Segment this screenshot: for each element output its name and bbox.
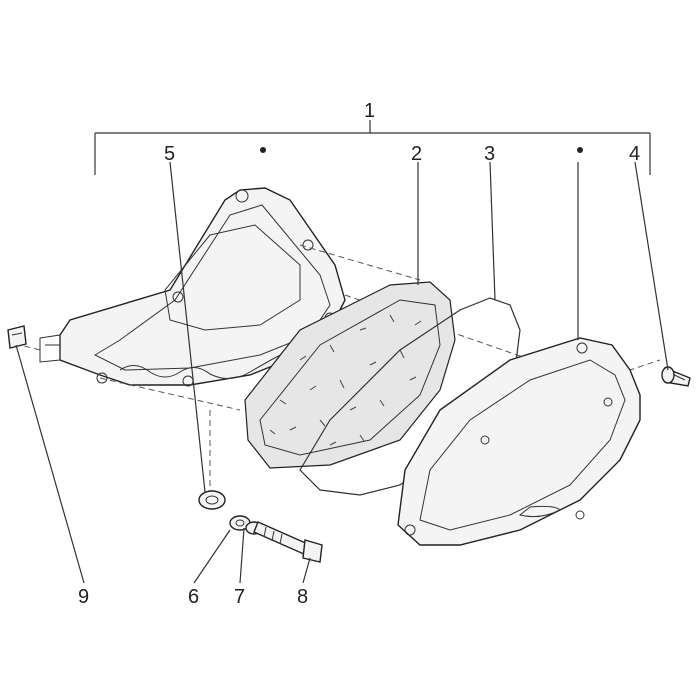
callout-1: 1 [364, 100, 375, 122]
callout-6: 6 [188, 586, 199, 608]
screw [661, 366, 691, 387]
callout-5: 5 [164, 143, 175, 165]
callout-8: 8 [297, 586, 308, 608]
clip [7, 325, 27, 349]
assembly-bracket [94, 120, 651, 175]
callout-2: 2 [411, 143, 422, 165]
gasket [299, 297, 521, 496]
grommet [198, 490, 226, 510]
reference-dot [260, 147, 266, 153]
leader-lines [15, 147, 669, 584]
airbox-cover [397, 337, 641, 546]
callout-7: 7 [234, 586, 245, 608]
airbox-housing [39, 187, 346, 387]
reference-dot [577, 147, 583, 153]
callout-3: 3 [484, 143, 495, 165]
callout-9: 9 [78, 586, 89, 608]
filter-foam [244, 281, 456, 469]
bolt [253, 521, 323, 563]
callout-4: 4 [629, 143, 640, 165]
